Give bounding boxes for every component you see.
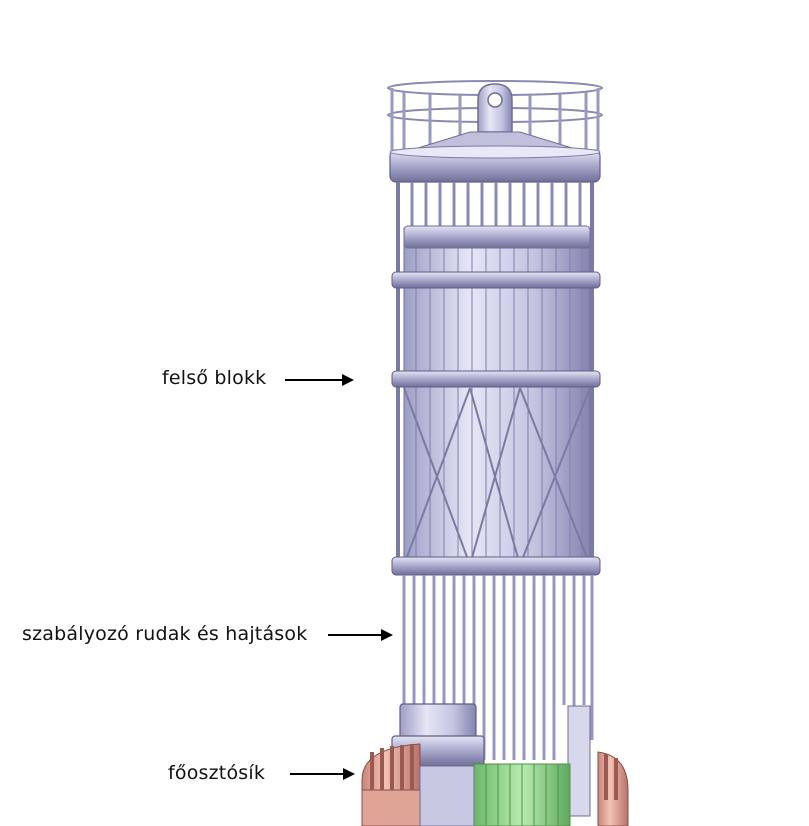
top-flange <box>389 145 601 183</box>
arrow-control-rods <box>328 629 393 641</box>
arrow-main-plate <box>290 768 355 780</box>
arrow-upper-block <box>285 374 354 386</box>
main-distribution-plate <box>361 743 629 826</box>
label-upper-block: felső blokk <box>162 367 267 389</box>
lower-housing <box>391 703 591 817</box>
label-main-plate: főosztósík <box>168 762 266 784</box>
guide-rods-top <box>410 182 582 230</box>
support-rings <box>391 271 601 576</box>
label-control-rods: szabályozó rudak és hajtások <box>22 623 308 645</box>
